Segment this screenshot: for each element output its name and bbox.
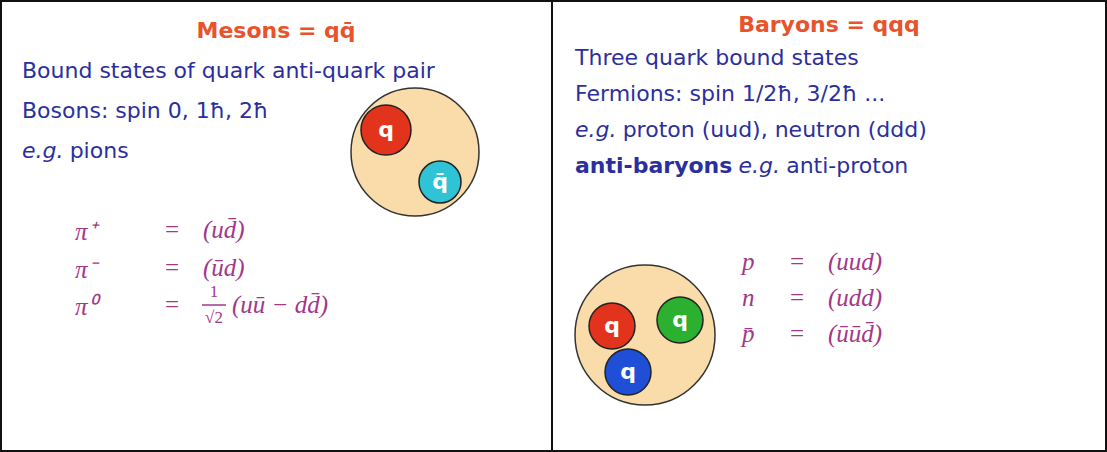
baryon-panel: Baryons = qqqThree quark bound statesFer… <box>551 0 1107 452</box>
text-row: Bound states of quark anti-quark pair <box>22 58 435 83</box>
text-row: p̄ <box>742 320 755 348</box>
quark-symbol: q <box>672 309 688 331</box>
text-row: √2 <box>205 308 223 328</box>
text-row: = <box>165 254 179 282</box>
description-text: Three quark bound states <box>575 45 859 70</box>
text-row: = <box>790 248 804 276</box>
text-row: anti-baryons e.g.anti-proton <box>575 153 908 178</box>
text-row: 1 <box>210 282 219 302</box>
formula-term: (uud) <box>828 248 882 276</box>
text-row: p <box>742 248 755 276</box>
fraction-term: √2 <box>205 308 223 328</box>
description-text: pions <box>70 138 129 163</box>
circle-shape <box>361 105 411 155</box>
text-row: = <box>165 291 179 319</box>
description-text: e.g. <box>575 117 617 142</box>
baryon-blob <box>575 265 715 405</box>
quark-circle: q <box>360 104 412 156</box>
text-row: (udd) <box>828 284 882 312</box>
description-text: anti-baryons <box>575 153 732 178</box>
formula-sign: = <box>165 291 179 319</box>
formula-term: (ud̄) <box>203 216 245 244</box>
quark-symbol: q <box>378 119 394 141</box>
text-row: π⁺ <box>75 213 96 247</box>
panel-heading: Mesons = qq̄ <box>196 18 355 43</box>
quark-circle: q <box>588 302 636 350</box>
text-row: = <box>790 284 804 312</box>
text-row: π⁻ <box>75 251 96 285</box>
text-row: Three quark bound states <box>575 45 859 70</box>
formula-term: (uū − dd̄) <box>232 291 328 319</box>
formula-sign: = <box>790 248 804 276</box>
description-text: e.g. <box>22 138 64 163</box>
antiquark-circle: q̄ <box>418 160 462 204</box>
fraction-bar <box>202 304 226 306</box>
description-text: e.g. <box>739 153 781 178</box>
quark-circle: q <box>604 348 652 396</box>
text-row: Bosons: spin 0, 1ħ, 2ħ <box>22 98 268 123</box>
description-text: Bound states of quark anti-quark pair <box>22 58 435 83</box>
formula-term: p̄ <box>742 320 755 348</box>
text-row: (ud̄) <box>203 216 245 244</box>
meson-panel: Mesons = qq̄ Bound states of quark anti-q… <box>0 0 553 452</box>
fraction-term: 1 <box>210 282 219 302</box>
text-row: = <box>790 320 804 348</box>
meson-blob <box>351 88 479 216</box>
formula-sign: = <box>165 254 179 282</box>
text-row: e.g.pions <box>22 138 129 163</box>
formula-term: π⁰ <box>75 288 97 322</box>
circle-shape <box>589 303 635 349</box>
description-text: proton (uud), neutron (ddd) <box>623 117 927 142</box>
description-text: Fermions: spin 1/2ħ, 3/2ħ ... <box>575 81 885 106</box>
circle-shape <box>605 349 651 395</box>
text-row: = <box>165 216 179 244</box>
description-text: Bosons: spin 0, 1ħ, 2ħ <box>22 98 268 123</box>
formula-term: (udd) <box>828 284 882 312</box>
quark-symbol: q <box>620 361 636 383</box>
description-text: anti-proton <box>786 153 908 178</box>
formula-term: p <box>742 248 755 276</box>
text-row: Fermions: spin 1/2ħ, 3/2ħ ... <box>575 81 885 106</box>
text-row: (uū − dd̄) <box>232 291 328 319</box>
formula-term: π⁺ <box>75 213 96 247</box>
text-row: Baryons = qqq <box>738 12 920 37</box>
formula-term: (ūd) <box>203 254 245 282</box>
circle-shape <box>657 297 703 343</box>
text-row: (ūūd̄) <box>828 320 882 348</box>
text-row: (uud) <box>828 248 882 276</box>
quark-symbol: q <box>604 315 620 337</box>
quark-circle: q <box>656 296 704 344</box>
formula-sign: = <box>790 320 804 348</box>
formula-term: (ūūd̄) <box>828 320 882 348</box>
text-row: (ūd) <box>203 254 245 282</box>
formula-sign: = <box>790 284 804 312</box>
circle-shape <box>419 161 461 203</box>
text-row: π⁰ <box>75 288 97 322</box>
formula-term: π⁻ <box>75 251 96 285</box>
quark-symbol: q̄ <box>432 171 448 193</box>
text-row: Mesons = qq̄ <box>196 18 355 43</box>
text-row: e.g.proton (uud), neutron (ddd) <box>575 117 927 142</box>
panel-heading: Baryons = qqq <box>738 12 920 37</box>
formula-term: n <box>742 284 755 312</box>
text-row: n <box>742 284 755 312</box>
formula-sign: = <box>165 216 179 244</box>
